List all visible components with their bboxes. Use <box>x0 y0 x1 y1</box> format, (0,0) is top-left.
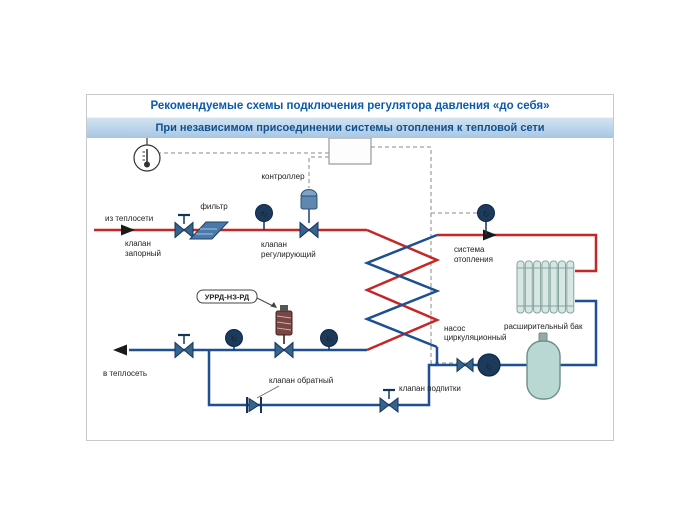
gauge-icon: ↻ <box>231 335 238 344</box>
hx-secondary-coil <box>363 233 441 349</box>
valve-body <box>174 221 185 239</box>
spring-coil <box>276 315 292 319</box>
valve-body <box>464 357 474 373</box>
callout-box <box>196 289 258 304</box>
pump-label-2: циркуляционный <box>444 333 506 342</box>
callout-arrow-icon <box>270 302 277 308</box>
pump-icon: ↻ <box>486 363 493 372</box>
pump-label-1: насос <box>444 324 465 333</box>
controller-box <box>328 137 372 165</box>
valve-body <box>174 341 185 359</box>
flow-arrows <box>113 224 497 356</box>
pressure-regulator <box>274 305 294 359</box>
valve-body <box>379 396 390 414</box>
circulation-pump: ↻ <box>477 353 501 377</box>
sub-title: При независимом присоединении системы от… <box>87 117 613 138</box>
controller-label: контроллер <box>261 172 305 181</box>
valve-body <box>274 341 285 359</box>
piping-scheme: контроллер клапан запорный фильтр <box>94 125 598 414</box>
check-valve-label: клапан обратный <box>269 376 333 385</box>
control-valve-label-1: клапан <box>261 240 287 249</box>
supply-arrow-icon <box>121 224 135 236</box>
to-network-label: в теплосеть <box>103 369 147 378</box>
regulator-callout: УРРД-НЗ-РД <box>196 289 277 308</box>
check-valve <box>246 397 262 413</box>
pump-body <box>477 353 501 377</box>
diagram-panel: контроллер клапан запорный фильтр <box>86 94 614 441</box>
bypass-makeup-pipe <box>207 350 437 407</box>
actuator-dome <box>300 189 318 197</box>
tank-body <box>526 340 561 400</box>
heating-system-label-2: отопления <box>454 255 493 264</box>
system-supply-pipe <box>437 233 598 273</box>
filter <box>188 221 230 240</box>
pressure-gauge-return-2: ↻ <box>320 329 338 350</box>
heating-system-label-1: система <box>454 245 485 254</box>
expansion-tank <box>526 332 561 400</box>
gauge-icon: ↻ <box>483 210 490 219</box>
gauge-icon: ↻ <box>261 210 268 219</box>
valve-body <box>456 357 466 373</box>
radiator <box>516 260 575 314</box>
valve-body <box>183 341 194 359</box>
filter-body <box>188 221 230 240</box>
actuator-body <box>300 195 318 210</box>
return-arrow-icon <box>113 344 127 356</box>
isolation-valve-pump <box>456 357 474 373</box>
spring-coil <box>276 327 292 331</box>
main-title: Рекомендуемые схемы подключения регулято… <box>150 100 550 112</box>
valve-body <box>299 221 310 239</box>
shutoff-valve-return <box>174 333 194 359</box>
makeup-valve-label: клапан подпитки <box>399 384 461 393</box>
controller-to-pump-line <box>371 146 477 364</box>
shutoff-valve-label-2: запорный <box>125 249 161 258</box>
valve-body <box>283 341 294 359</box>
regulator-label: УРРД-НЗ-РД <box>205 293 250 302</box>
control-valve <box>299 189 319 239</box>
gauge-dial <box>255 204 273 222</box>
system-return-pipe <box>435 299 598 367</box>
shutoff-valve-supply <box>174 213 194 239</box>
control-valve-label-2: регулирующий <box>261 250 316 259</box>
gauge-icon: ↻ <box>326 335 333 344</box>
filter-label: фильтр <box>200 202 228 211</box>
pressure-gauge-supply: ↻ <box>255 204 273 230</box>
thermometer-icon <box>142 149 150 168</box>
makeup-valve <box>379 388 399 414</box>
from-network-label: из теплосети <box>105 214 153 223</box>
return-piping <box>129 233 598 407</box>
gauge-dial <box>225 329 243 347</box>
system-arrow-icon <box>483 229 497 241</box>
control-lines <box>160 146 477 364</box>
controller-to-valve-line <box>308 156 329 188</box>
spring-coil <box>276 321 292 325</box>
pressure-gauge-return-1: ↻ <box>225 329 243 350</box>
controller: контроллер <box>261 137 372 181</box>
gauge-dial <box>320 329 338 347</box>
valve-body <box>388 396 399 414</box>
adjuster-cap <box>280 305 288 311</box>
supply-piping <box>94 228 598 352</box>
pressure-gauge-system: ↻ <box>477 204 495 235</box>
valve-body <box>308 221 319 239</box>
check-valve-leader <box>256 385 280 399</box>
valve-body <box>183 221 194 239</box>
shutoff-valve-label-1: клапан <box>125 239 151 248</box>
expansion-tank-label: расширительный бак <box>504 322 583 331</box>
hx-primary-coil <box>363 228 441 352</box>
gauge-dial <box>477 204 495 222</box>
valve-body <box>248 397 260 413</box>
